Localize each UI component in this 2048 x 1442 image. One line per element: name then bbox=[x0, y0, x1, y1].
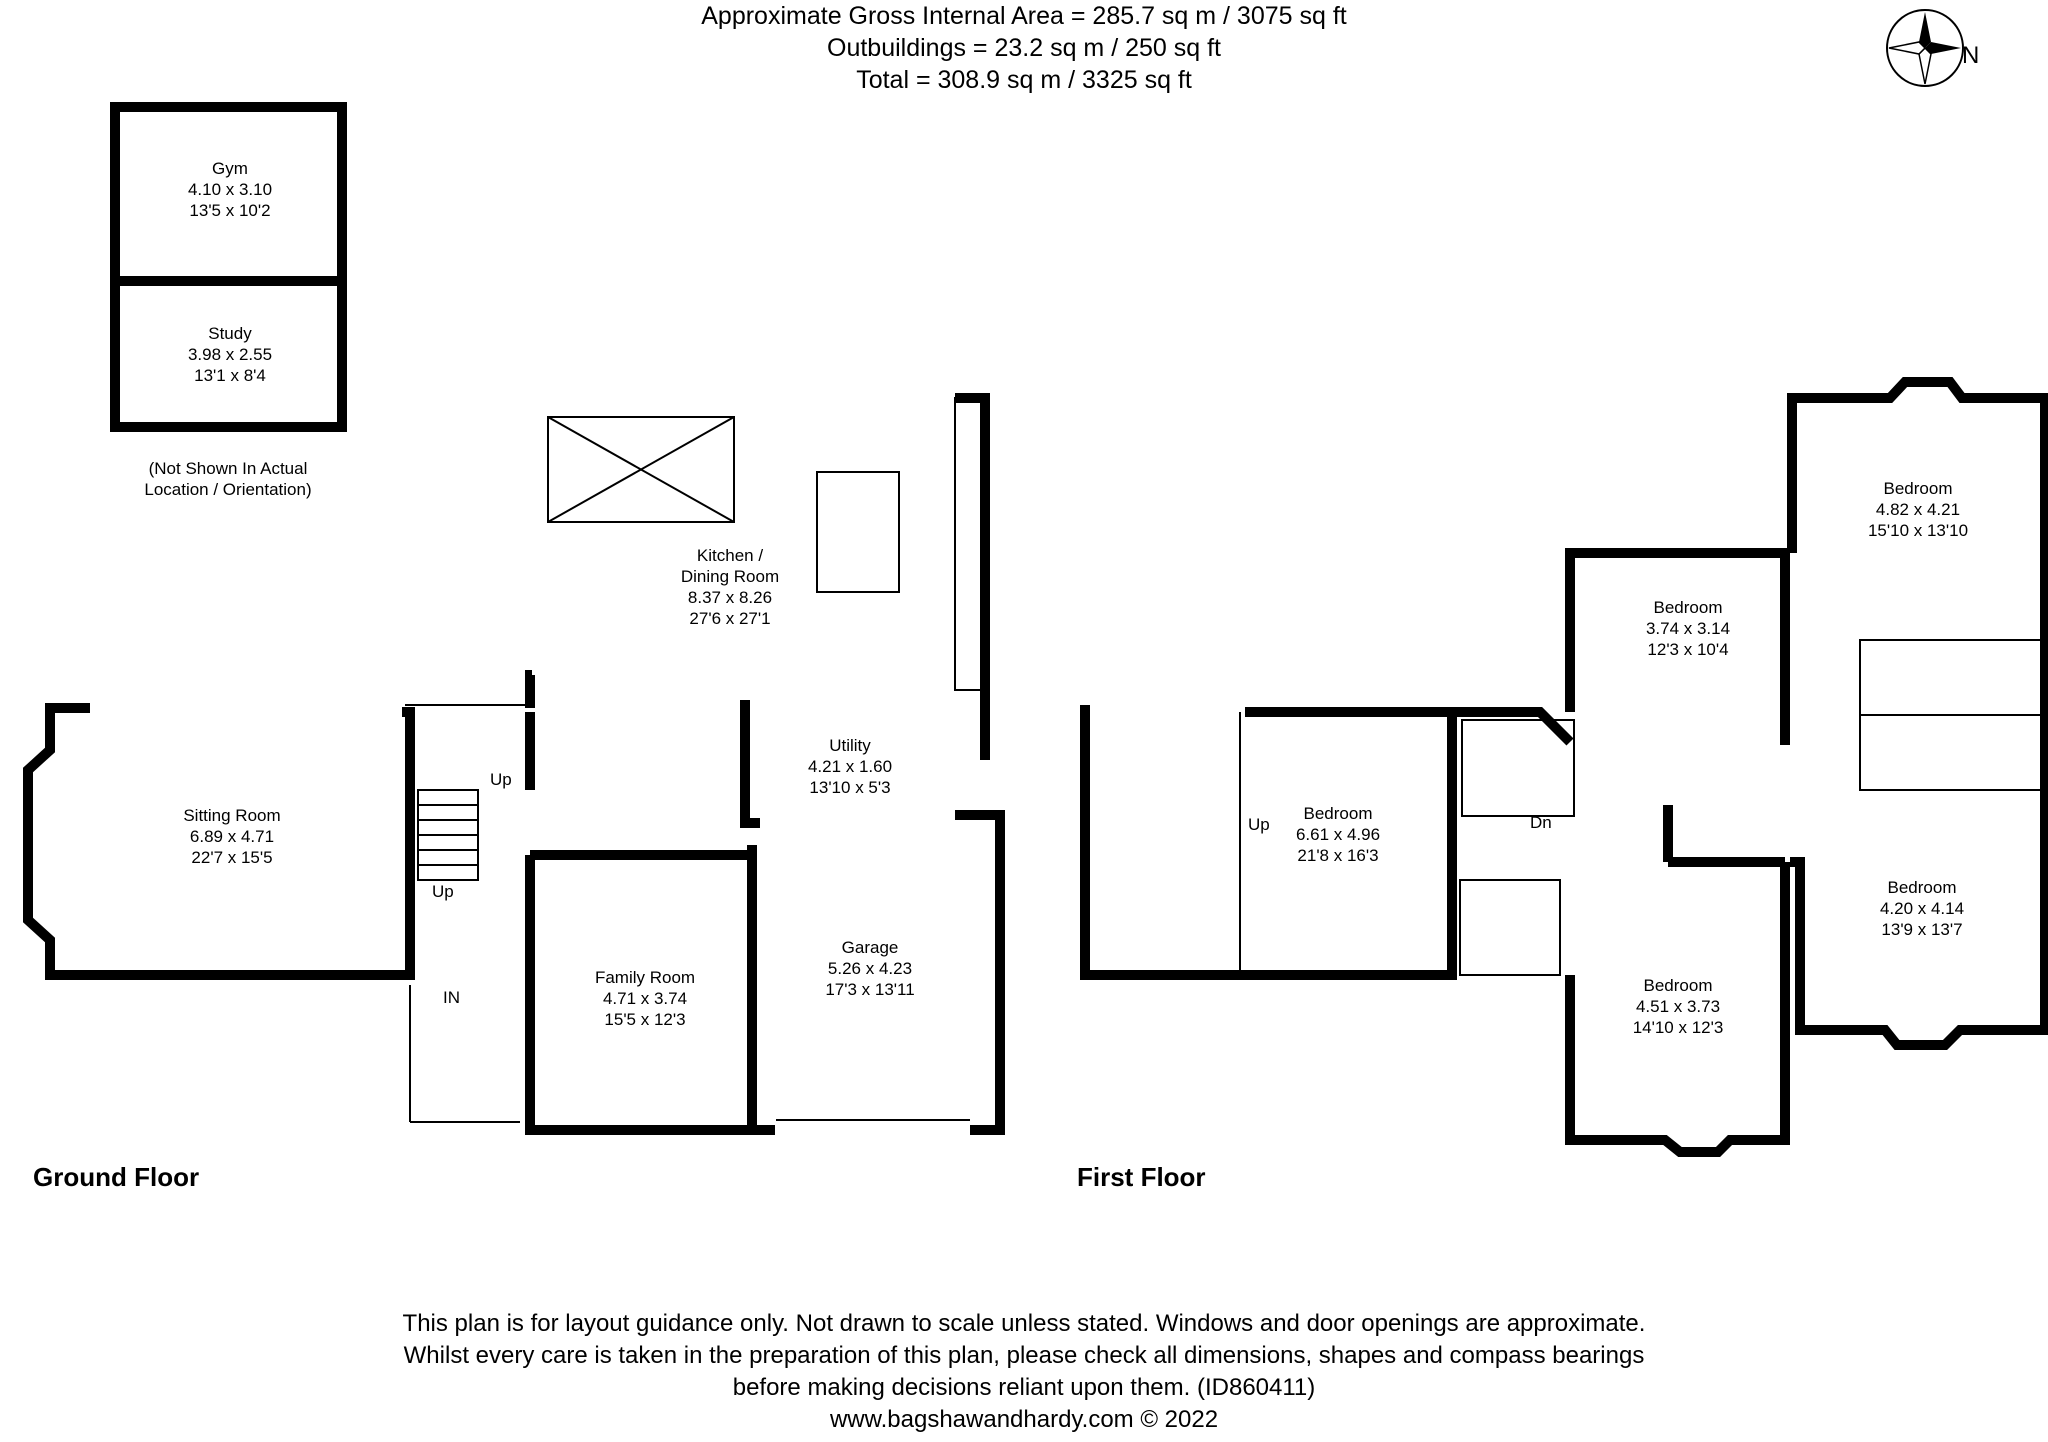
stairs-up-label: Up bbox=[1248, 815, 1270, 834]
stairs-up-label: Up bbox=[490, 770, 512, 789]
room-garage: Garage 5.26 x 4.23 17'3 x 13'11 bbox=[825, 938, 915, 999]
room-study: Study 3.98 x 2.55 13'1 x 8'4 bbox=[187, 324, 273, 385]
area-summary: Approximate Gross Internal Area = 285.7 … bbox=[0, 0, 2048, 96]
outbuildings-area: Outbuildings = 23.2 sq m / 250 sq ft bbox=[827, 34, 1221, 62]
kitchen-island bbox=[816, 471, 900, 593]
first-floor-bed2-walls bbox=[1565, 548, 1790, 745]
garage-east bbox=[955, 810, 1005, 1135]
garage-walls bbox=[747, 845, 775, 1135]
room-kitchen-dining: Kitchen / Dining Room 8.37 x 8.26 27'6 x… bbox=[680, 546, 780, 628]
disclaimer: This plan is for layout guidance only. N… bbox=[0, 1308, 2048, 1436]
utility-walls bbox=[740, 700, 760, 828]
first-floor-west-wing bbox=[1080, 705, 1457, 980]
website-credit: www.bagshawandhardy.com © 2022 bbox=[829, 1406, 1219, 1433]
ground-floor-label: Ground Floor bbox=[33, 1162, 200, 1192]
stairs-first bbox=[1461, 719, 1575, 817]
room-family: Family Room 4.71 x 3.74 15'5 x 12'3 bbox=[594, 968, 696, 1029]
kitchen-east-wall bbox=[955, 393, 990, 760]
stairs-up-label: Up bbox=[432, 882, 454, 901]
room-bedroom-2: Bedroom 3.74 x 3.14 12'3 x 10'4 bbox=[1645, 598, 1731, 659]
stairs-down-label: Dn bbox=[1530, 813, 1552, 832]
room-bedroom-5: Bedroom 4.51 x 3.73 14'10 x 12'3 bbox=[1632, 976, 1724, 1037]
outbuilding-note: (Not Shown In Actual Location / Orientat… bbox=[144, 459, 312, 499]
compass-rose-icon bbox=[1886, 9, 1964, 87]
room-bedroom-3: Bedroom 4.82 x 4.21 15'10 x 13'10 bbox=[1867, 479, 1969, 540]
first-floor-bed5-walls bbox=[1565, 862, 1790, 1157]
compass-north-label: N bbox=[1962, 42, 1980, 69]
first-floor-label: First Floor bbox=[1077, 1162, 1206, 1192]
kitchen-walls bbox=[525, 670, 535, 708]
first-floor-bed3-walls bbox=[1787, 377, 2048, 1050]
study-walls bbox=[110, 276, 347, 432]
room-utility: Utility 4.21 x 1.60 13'10 x 5'3 bbox=[807, 736, 893, 797]
total-area: Total = 308.9 sq m / 3325 sq ft bbox=[856, 66, 1192, 94]
room-bedroom-4: Bedroom 4.20 x 4.14 13'9 x 13'7 bbox=[1879, 878, 1965, 939]
room-bedroom-1: Bedroom 6.61 x 4.96 21'8 x 16'3 bbox=[1295, 804, 1381, 865]
room-sitting: Sitting Room 6.89 x 4.71 22'7 x 15'5 bbox=[183, 806, 281, 867]
entrance-label: IN bbox=[443, 988, 460, 1007]
skylight bbox=[547, 416, 735, 523]
gross-area: Approximate Gross Internal Area = 285.7 … bbox=[701, 2, 1347, 30]
room-gym: Gym 4.10 x 3.10 13'5 x 10'2 bbox=[187, 159, 273, 220]
